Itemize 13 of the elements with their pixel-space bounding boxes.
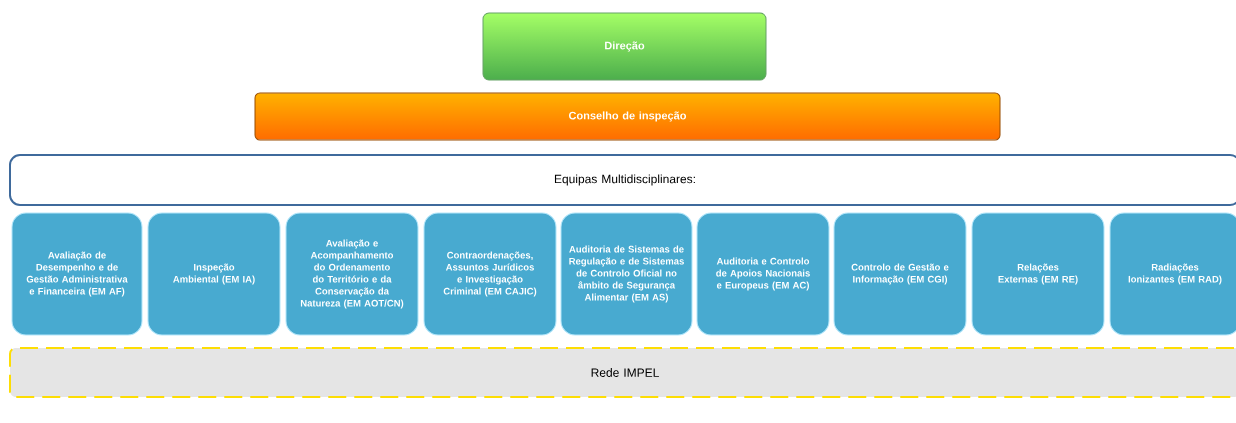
team-box: Radiações Ionizantes (EM RAD) [1109,212,1236,336]
team-box: Contraordenações, Assuntos Jurídicos e Investigação Criminal (EM CAJIC) [423,212,557,336]
teams-band: Equipas Multidisciplinares: [9,154,1236,206]
council-box: Conselho de inspeção [254,92,1001,141]
team-box: Avaliação de Desempenho e de Gestão Administrativa e Financeira (EM AF) [11,212,143,336]
team-box: Controlo de Gestão e Informação (EM CGI) [833,212,967,336]
team-box: Auditoria e Controlo de Apoios Nacionais e Europeus (EM AC) [696,212,830,336]
network-band: Rede IMPEL [9,347,1236,398]
team-box: Auditoria de Sistemas de Regulação e de Sistemas de Controlo Oficial no âmbito de Segurança Alimentar (EM AS) [560,212,693,336]
team-box: Avaliação e Acompanhamento do Ordenamento do Território e da Conservação da Natureza (EM AOT/CN) [285,212,419,336]
team-box: Inspeção Ambiental (EM IA) [147,212,281,336]
team-box: Relações Externas (EM RE) [971,212,1105,336]
direction-box: Direção [482,12,767,81]
